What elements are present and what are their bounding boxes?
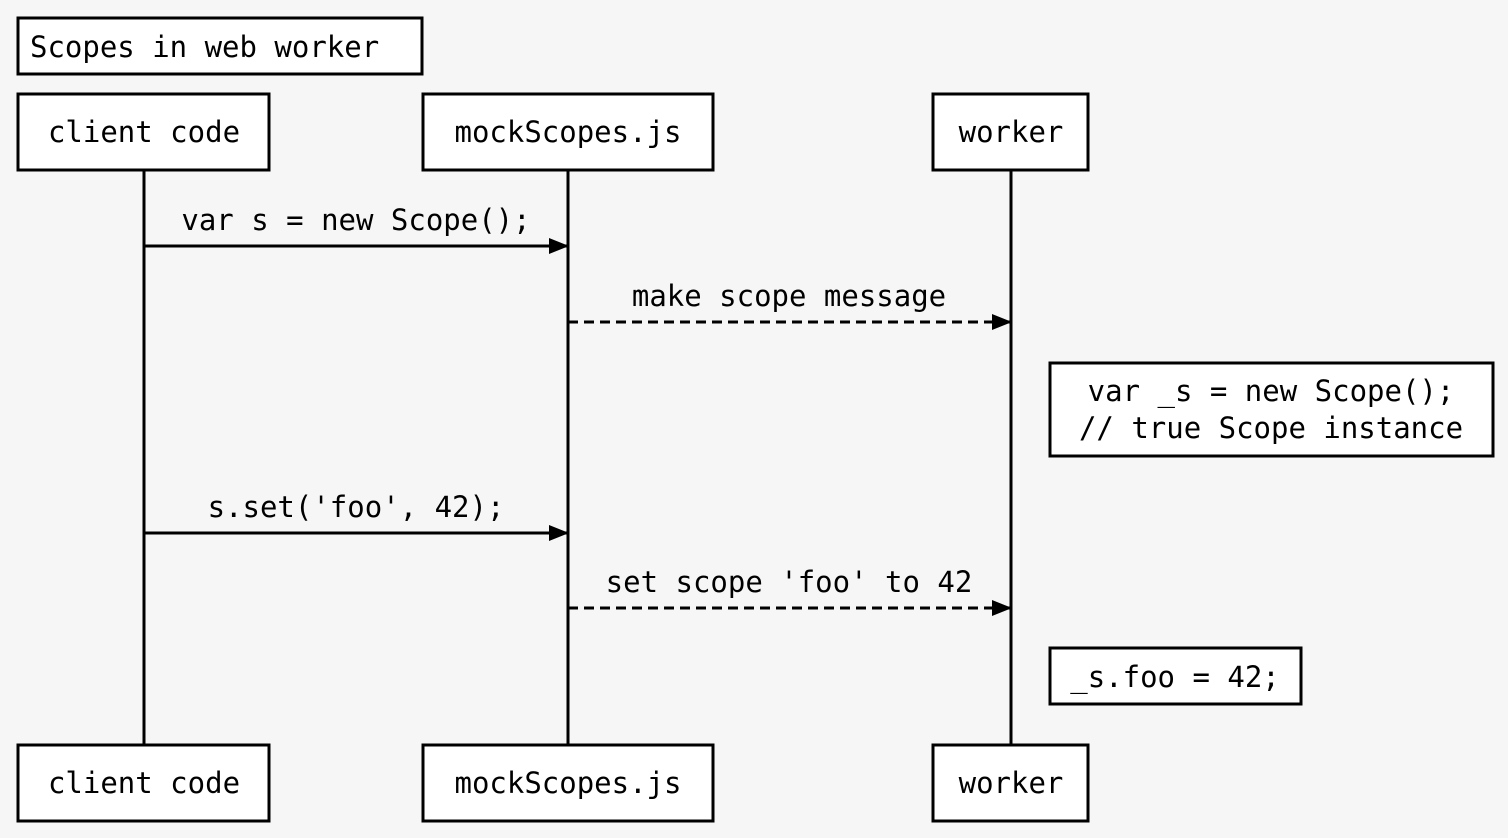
note-line: var _s = new Scope();: [1088, 374, 1455, 409]
message-label: make scope message: [632, 279, 946, 313]
participant-worker-top: worker: [931, 92, 1090, 172]
participant-client-label: client code: [48, 766, 240, 800]
message-label: s.set('foo', 42);: [208, 490, 505, 524]
participant-worker-label: worker: [959, 766, 1064, 800]
note-foo-assign: _s.foo = 42;: [1048, 646, 1303, 706]
diagram-title-box: Scopes in web worker: [16, 16, 424, 76]
participant-client-label: client code: [48, 115, 240, 149]
participant-mock-bottom: mockScopes.js: [421, 743, 715, 823]
participant-mock-top: mockScopes.js: [421, 92, 715, 172]
message-label: set scope 'foo' to 42: [606, 565, 973, 599]
message-make-scope: make scope message: [568, 279, 1012, 330]
participant-client-bottom: client code: [16, 743, 271, 823]
message-set-scope-foo: set scope 'foo' to 42: [568, 565, 1012, 616]
note-line: _s.foo = 42;: [1070, 660, 1280, 695]
participant-mock-label: mockScopes.js: [455, 115, 682, 149]
message-label: var s = new Scope();: [181, 203, 530, 237]
message-new-scope: var s = new Scope();: [144, 203, 569, 254]
participant-worker-bottom: worker: [931, 743, 1090, 823]
note-true-scope: var _s = new Scope(); // true Scope inst…: [1048, 361, 1495, 458]
message-set-foo: s.set('foo', 42);: [144, 490, 569, 541]
note-line: // true Scope instance: [1079, 411, 1463, 445]
participant-worker-label: worker: [959, 115, 1064, 149]
participant-mock-label: mockScopes.js: [455, 766, 682, 800]
participant-client-top: client code: [16, 92, 271, 172]
diagram-title: Scopes in web worker: [30, 30, 379, 64]
